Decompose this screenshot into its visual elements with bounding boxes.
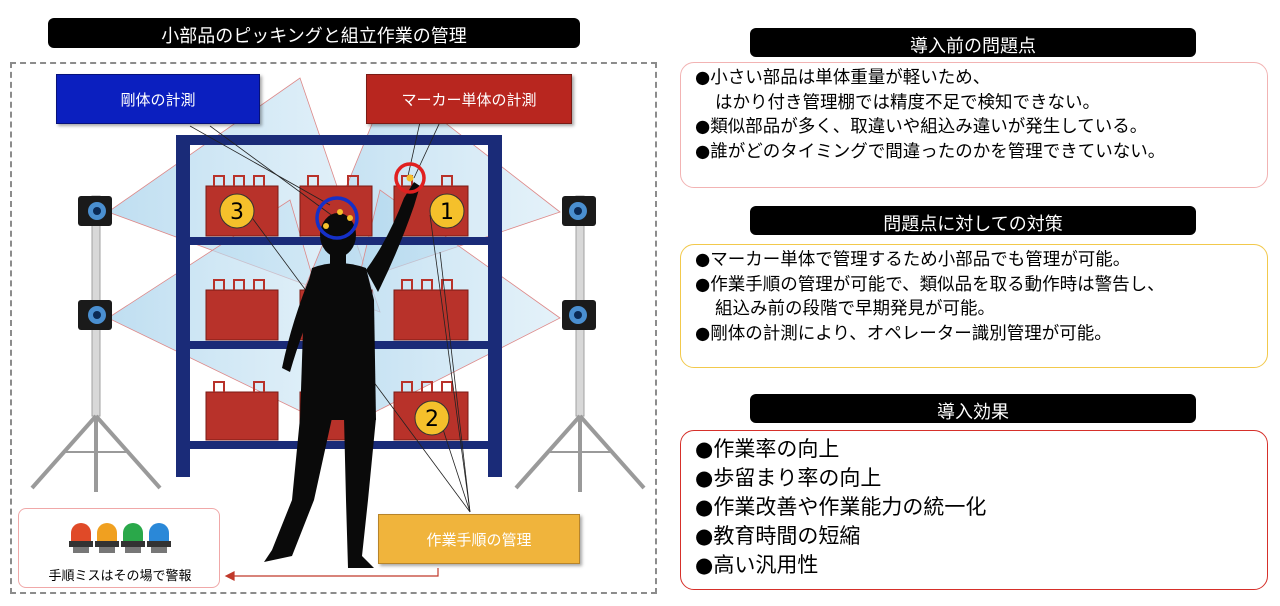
bin-handles <box>213 175 453 392</box>
countermeasure-line-2: ●作業手順の管理が可能で、類似品を取る動作時は警告し、 <box>695 274 1165 295</box>
rigid-body-callout: 剛体の計測 <box>56 74 260 124</box>
operator-silhouette <box>264 182 420 568</box>
diagram-frame <box>10 62 657 594</box>
single-marker-callout: マーカー単体の計測 <box>366 74 572 124</box>
alarm-label: 手順ミスはその場で警報 <box>48 569 192 584</box>
right-camera-stand <box>514 195 646 492</box>
countermeasures-panel: ●マーカー単体で管理するため小部品でも管理が可能。 ●作業手順の管理が可能で、類… <box>680 244 1268 368</box>
camera-icon-left-top <box>78 196 112 226</box>
problem-line-4: ●誰がどのタイミングで間違ったのかを管理できていない。 <box>695 141 1166 162</box>
signal-lights <box>69 523 171 553</box>
badge-1: 1 <box>429 193 465 229</box>
effect-line-3: ●作業改善や作業能力の統一化 <box>695 495 987 519</box>
rigid-body-marker-circle <box>315 196 359 240</box>
effects-panel: ●作業率の向上 ●歩留まり率の向上 ●作業改善や作業能力の統一化 ●教育時間の短… <box>680 430 1268 590</box>
effect-line-5: ●高い汎用性 <box>695 553 819 577</box>
picking-scene-illustration: 3 1 2 <box>30 77 646 581</box>
effects-title: 導入効果 <box>750 394 1196 423</box>
red-signal-light-icon <box>69 523 93 553</box>
problems-title: 導入前の問題点 <box>750 28 1196 57</box>
green-signal-light-icon <box>121 523 145 553</box>
effect-line-1: ●作業率の向上 <box>695 437 840 461</box>
yellow-signal-light-icon <box>95 523 119 553</box>
diagram-title: 小部品のピッキングと組立作業の管理 <box>48 18 580 48</box>
badge-2-label: 2 <box>425 407 439 432</box>
camera-icon-right-top <box>562 196 596 226</box>
blue-signal-light-icon <box>147 523 171 553</box>
effect-line-4: ●教育時間の短縮 <box>695 524 861 548</box>
badge-3: 3 <box>219 193 255 229</box>
countermeasure-line-3: 組込み前の段階で早期発見が可能。 <box>715 299 995 319</box>
single-marker-circle <box>394 162 426 194</box>
badge-1-label: 1 <box>440 200 454 225</box>
badge-3-label: 3 <box>230 200 244 225</box>
effect-line-2: ●歩留まり率の向上 <box>695 466 882 490</box>
alarm-box: 手順ミスはその場で警報 <box>18 508 220 588</box>
camera-icon-right-bottom <box>562 300 596 330</box>
left-camera-stand <box>30 195 162 492</box>
problem-line-2: はかり付き管理棚では精度不足で検知できない。 <box>715 92 1100 113</box>
camera-icon-left-bottom <box>78 300 112 330</box>
countermeasure-line-1: ●マーカー単体で管理するため小部品でも管理が可能。 <box>695 250 1131 270</box>
procedure-callout: 作業手順の管理 <box>378 514 580 564</box>
countermeasures-title: 問題点に対しての対策 <box>750 206 1196 235</box>
problem-line-1: ●小さい部品は単体重量が軽いため、 <box>695 68 991 88</box>
badge-2: 2 <box>414 400 450 436</box>
problems-panel: ●小さい部品は単体重量が軽いため、 はかり付き管理棚では精度不足で検知できない。… <box>680 62 1268 188</box>
problem-line-3: ●類似部品が多く、取違いや組込み違いが発生している。 <box>695 117 1148 137</box>
countermeasure-line-4: ●剛体の計測により、オペレーター識別管理が可能。 <box>695 323 1112 344</box>
alarm-arrow <box>224 568 439 581</box>
